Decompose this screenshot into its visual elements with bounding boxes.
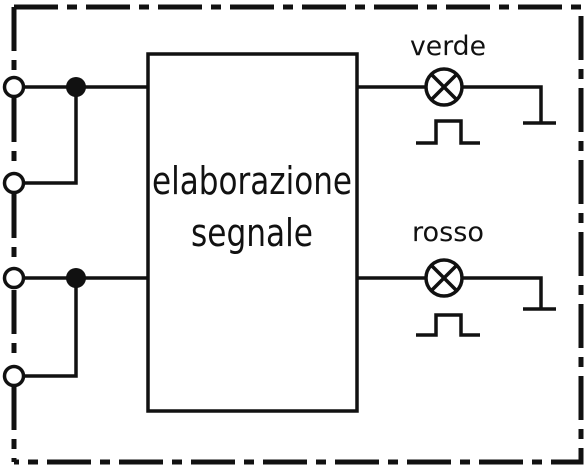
block-label-line1: elaborazione xyxy=(152,159,352,203)
output-label-verde: verde xyxy=(410,31,486,62)
output-rosso xyxy=(357,258,556,337)
junction-dot-icon xyxy=(66,77,86,97)
enclosure-border xyxy=(11,4,584,465)
output-label-rosso: rosso xyxy=(412,217,484,248)
wire-output-rosso-out xyxy=(462,276,543,309)
block-label-line2: segnale xyxy=(191,211,313,255)
terminal-icon xyxy=(2,171,26,195)
terminals xyxy=(2,75,26,388)
terminal-icon xyxy=(2,75,26,99)
lamp-cross xyxy=(429,72,459,102)
wire-input-4 xyxy=(24,278,78,378)
terminal-icon xyxy=(2,364,26,388)
junction-dot-icon xyxy=(66,268,86,288)
lamp-cross xyxy=(429,263,459,293)
input-wiring xyxy=(24,85,148,378)
wire-output-verde-out xyxy=(462,85,543,123)
enclosure-top-right xyxy=(14,4,584,465)
terminal-icon xyxy=(2,266,26,290)
pulse-icon xyxy=(416,119,480,145)
processing-block xyxy=(146,52,359,413)
output-verde xyxy=(357,67,556,145)
wire-input-2 xyxy=(24,87,78,185)
pulse-icon xyxy=(416,313,480,337)
